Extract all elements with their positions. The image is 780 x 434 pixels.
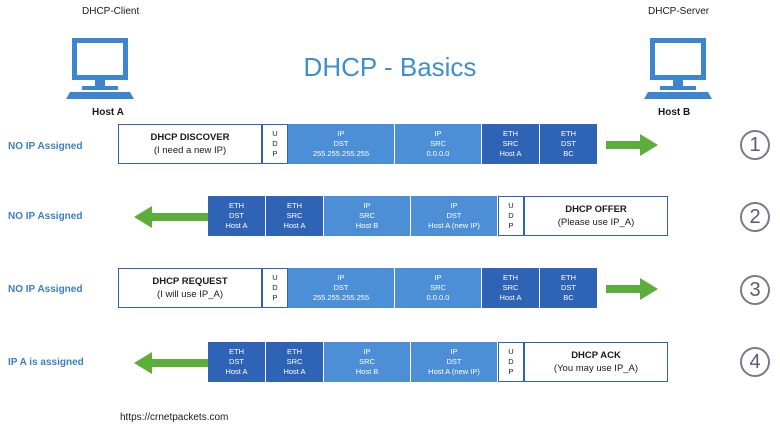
message-subtitle: (You may use IP_A) xyxy=(553,363,639,374)
message-title: DHCP REQUEST xyxy=(152,276,228,287)
step-number: 3 xyxy=(740,275,770,305)
message-subtitle: (I need a new IP) xyxy=(153,145,227,156)
step-number: 2 xyxy=(740,202,770,232)
computer-icon xyxy=(644,38,712,99)
computer-icon xyxy=(66,38,134,99)
ip-status: NO IP Assigned xyxy=(8,141,83,152)
arrow-right-icon xyxy=(606,278,658,300)
arrow-left-icon xyxy=(134,352,208,374)
server-label: DHCP-Server xyxy=(648,6,710,17)
client-label: DHCP-Client xyxy=(82,6,140,17)
dhcp-message: DHCP OFFER (Please use IP_A) xyxy=(524,196,668,236)
ip-status: IP A is assigned xyxy=(8,357,84,368)
dhcp-message: DHCP DISCOVER (I need a new IP) xyxy=(118,124,262,164)
step-number: 4 xyxy=(740,347,770,377)
host-a-label: Host A xyxy=(92,107,124,118)
step-number: 1 xyxy=(740,130,770,160)
ip-status: NO IP Assigned xyxy=(8,211,83,222)
arrow-right-icon xyxy=(606,134,658,156)
footer-url: https://crnetpackets.com xyxy=(120,412,229,423)
message-title: DHCP DISCOVER xyxy=(150,132,230,143)
message-title: DHCP OFFER xyxy=(565,204,627,215)
arrow-left-icon xyxy=(134,206,208,228)
page-title: DHCP - Basics xyxy=(303,52,477,82)
dhcp-message: DHCP REQUEST (I will use IP_A) xyxy=(118,268,262,308)
dhcp-message: DHCP ACK (You may use IP_A) xyxy=(524,342,668,382)
ip-status: NO IP Assigned xyxy=(8,284,83,295)
message-subtitle: (I will use IP_A) xyxy=(157,289,223,300)
message-title: DHCP ACK xyxy=(571,350,621,361)
message-subtitle: (Please use IP_A) xyxy=(557,217,635,228)
host-b-label: Host B xyxy=(658,107,691,118)
